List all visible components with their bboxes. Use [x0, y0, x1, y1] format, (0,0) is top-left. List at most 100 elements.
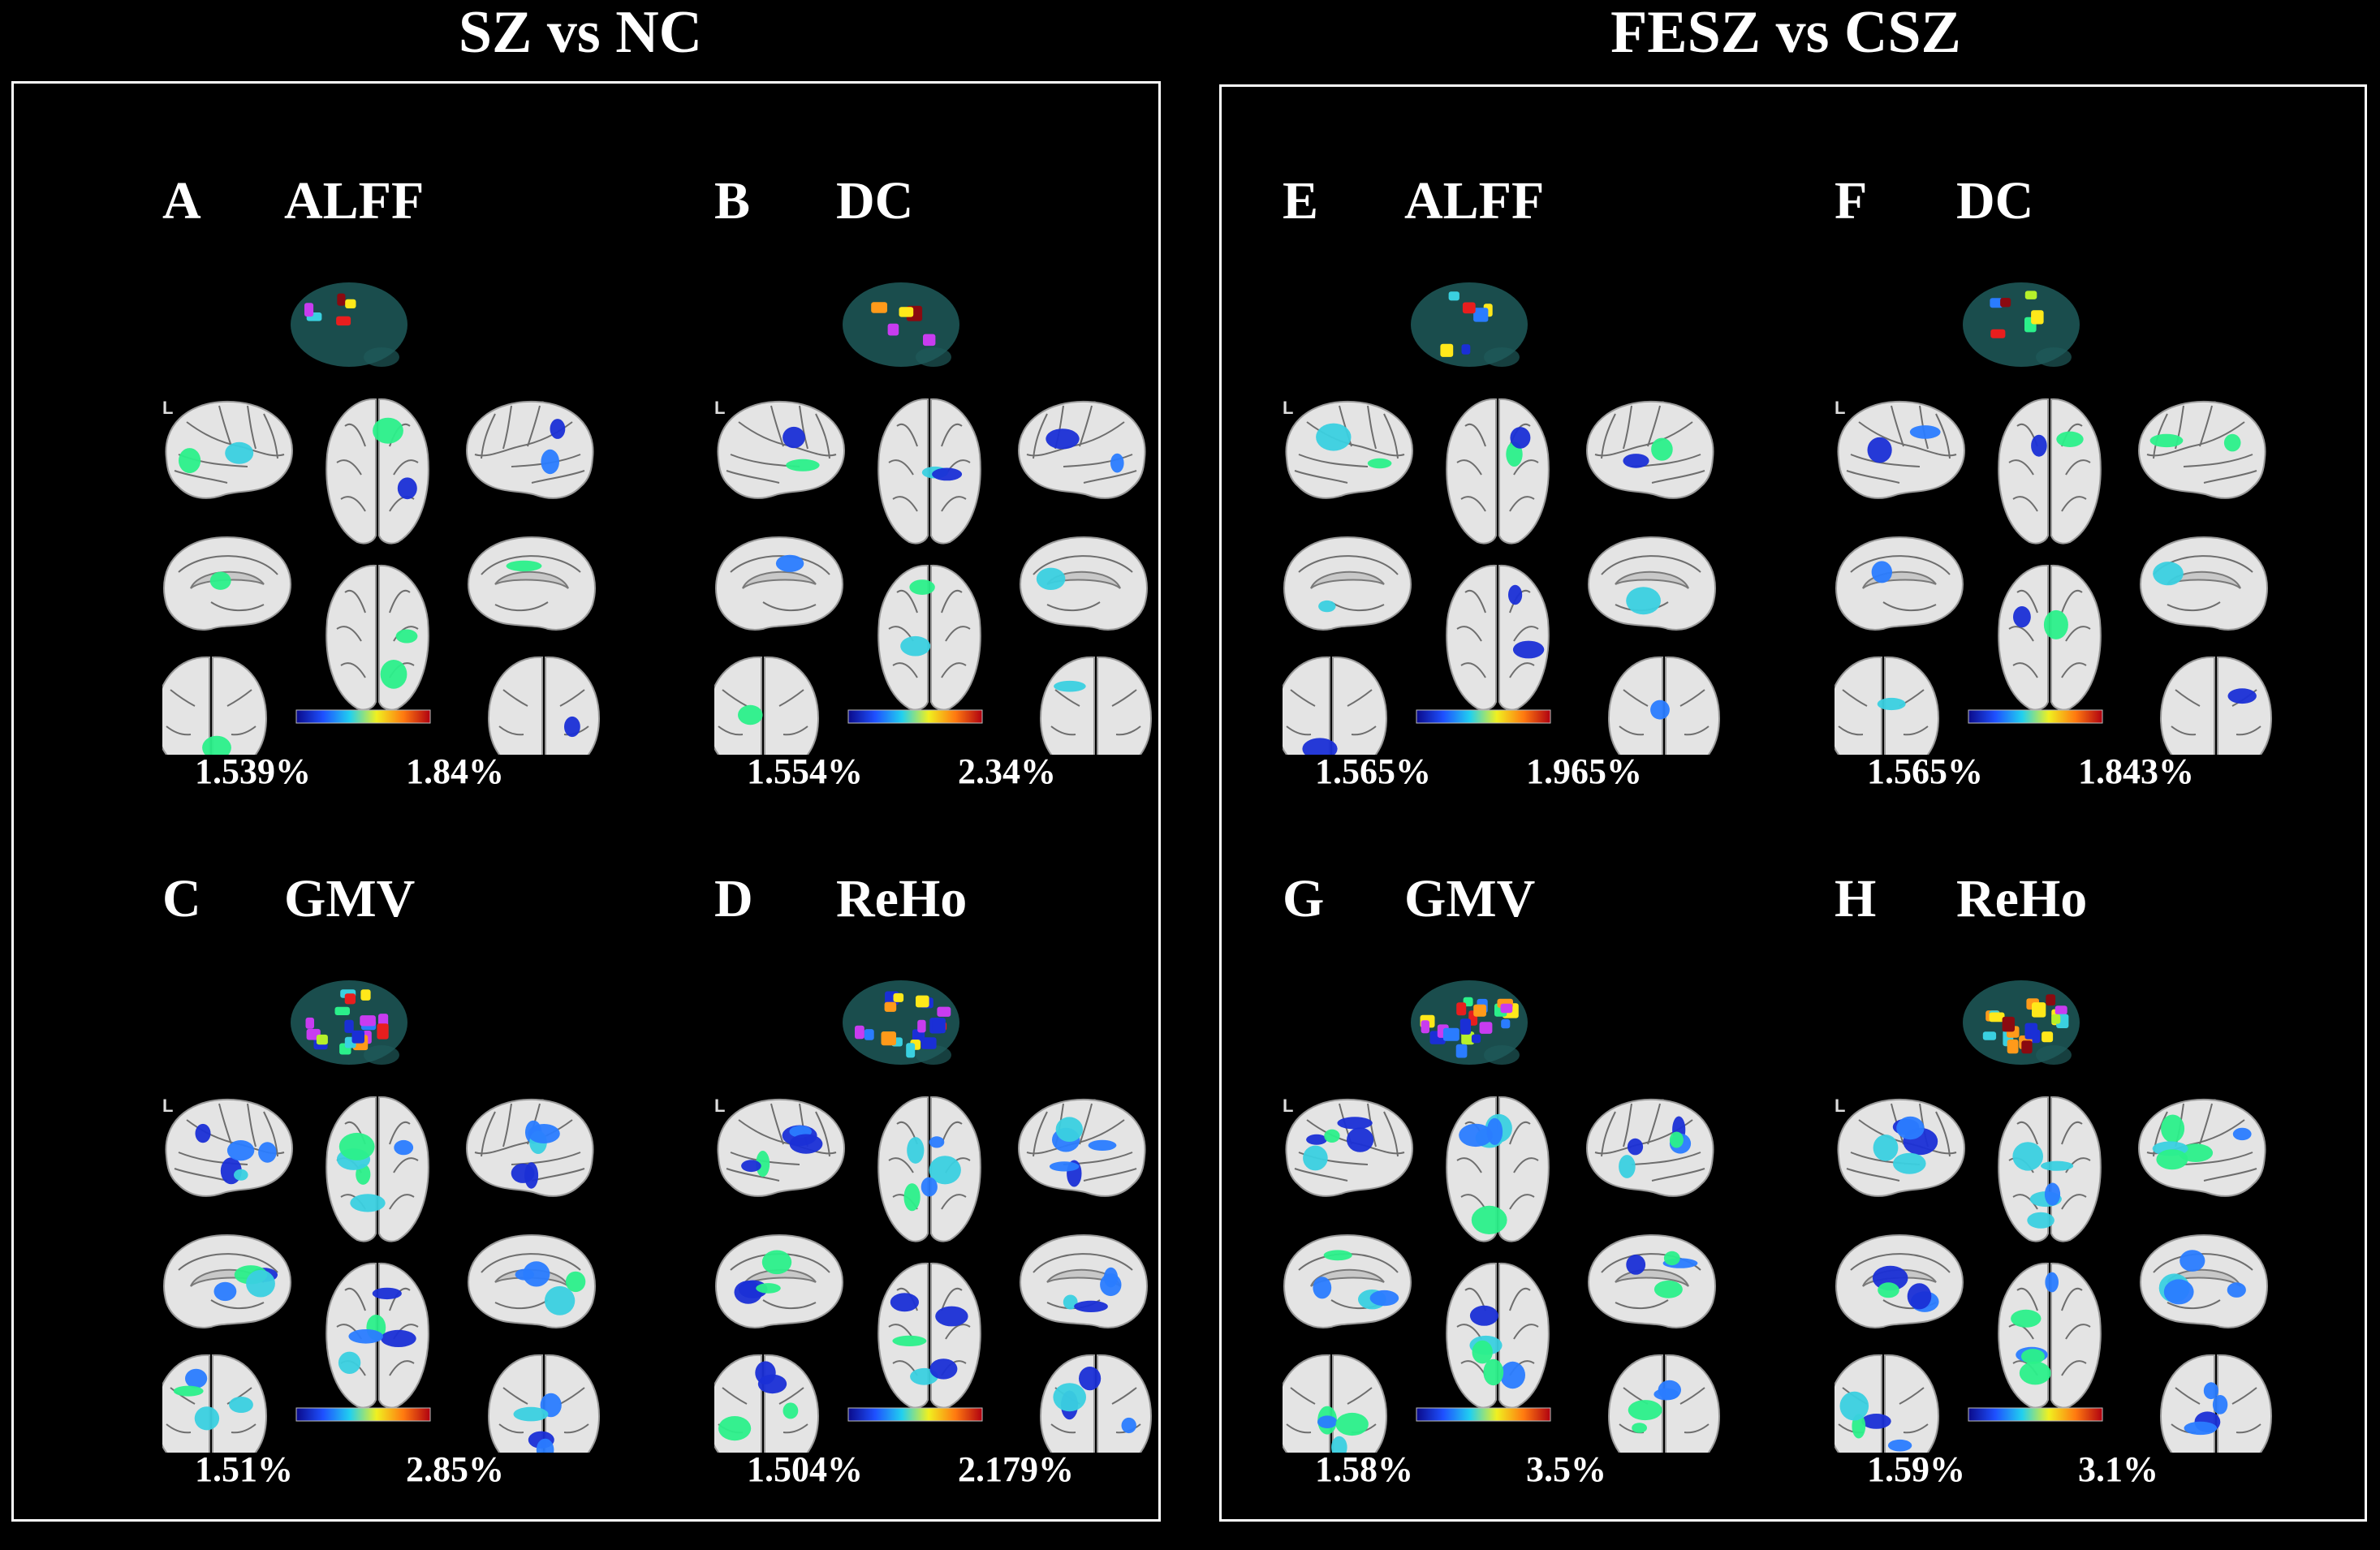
brain-medial-right: [2139, 1234, 2269, 1328]
activation-blob: [209, 571, 231, 590]
glass-brain-cluster: [884, 1001, 897, 1012]
blobs-medial-left: [1318, 600, 1336, 613]
activation-blob: [2031, 434, 2047, 457]
activation-blob: [528, 1124, 560, 1143]
blobs-bottom: [900, 579, 935, 657]
glass-brain-cluster: [304, 303, 314, 317]
panel-metric-title: GMV: [284, 869, 416, 928]
activation-blob: [738, 704, 763, 725]
panel-letter: D: [714, 869, 753, 928]
brain-anterior-view: [2159, 1354, 2273, 1453]
blobs-posterior: [1302, 738, 1338, 755]
activation-blob: [756, 1283, 781, 1294]
activation-blob: [1367, 458, 1392, 469]
glass-brain-cluster: [1471, 1034, 1481, 1044]
brain-anterior-view: [487, 656, 601, 755]
blobs-lateral-left: [179, 441, 254, 474]
blobs-top: [921, 466, 963, 481]
activation-blob: [929, 1358, 958, 1380]
panel-b: LRBDC1.554%2.34%: [714, 170, 1266, 852]
activation-blob: [1871, 561, 1892, 583]
colorbar-min-label: 1.565%: [1315, 751, 1431, 791]
glass-brain-cluster: [2032, 1002, 2046, 1018]
blobs-bottom: [338, 1287, 416, 1374]
activation-blob: [1046, 428, 1080, 450]
activation-blob: [1036, 567, 1066, 590]
panel-metric-title: ReHo: [836, 869, 968, 928]
activation-blob: [246, 1269, 275, 1298]
brain-bottom-view: [877, 1262, 981, 1409]
activation-blob: [338, 1351, 361, 1374]
activation-blob: [755, 1361, 776, 1384]
glass-brain-cluster: [2051, 1014, 2061, 1024]
activation-blob: [1459, 1123, 1493, 1147]
glass-brain-cluster: [1455, 1044, 1468, 1058]
glass-brain-cluster: [1501, 1019, 1511, 1029]
activation-blob: [397, 477, 417, 500]
glass-brain-cluster: [351, 1030, 364, 1044]
activation-blob: [2227, 688, 2257, 704]
activation-blob: [2223, 433, 2241, 452]
activation-blob: [1623, 454, 1649, 468]
brain-medial-left: [1283, 1234, 1412, 1328]
activation-blob: [226, 1140, 255, 1161]
panel-letter: H: [1835, 869, 1877, 928]
panel-letter: C: [162, 869, 201, 928]
glass-brain-cluster: [921, 1037, 937, 1049]
activation-blob: [929, 1136, 945, 1148]
blobs-bottom: [2013, 606, 2068, 639]
glass-brain: [1411, 282, 1528, 367]
colorbar-min-label: 1.58%: [1315, 1449, 1413, 1489]
glass-brain-cluster: [871, 302, 887, 313]
glass-brain-cluster: [360, 1015, 376, 1027]
activation-blob: [1318, 600, 1336, 613]
brain-figure-h: LR: [1835, 980, 2273, 1453]
glass-brain-cluster: [864, 1029, 874, 1040]
blobs-medial-left: [775, 554, 804, 572]
activation-blob: [2232, 1127, 2252, 1141]
activation-blob: [1306, 1134, 1327, 1145]
blobs-medial-left: [209, 571, 231, 590]
brain-bottom-view: [1446, 1262, 1550, 1409]
activation-blob: [1651, 437, 1673, 461]
activation-blob: [2012, 1142, 2043, 1171]
activation-blob: [394, 1139, 414, 1156]
activation-blob: [536, 1438, 554, 1453]
activation-blob: [1653, 1388, 1679, 1401]
activation-blob: [1650, 700, 1670, 720]
activation-blob: [1471, 1205, 1507, 1234]
brain-figure-e: LR: [1283, 282, 1721, 755]
blobs-medial-left: [213, 1265, 278, 1302]
brain-posterior-view: [1283, 656, 1388, 755]
activation-blob: [929, 1156, 961, 1185]
activation-blob: [550, 419, 566, 439]
activation-blob: [1316, 423, 1352, 451]
activation-blob: [1839, 1391, 1869, 1421]
brain-anterior-view: [487, 1354, 601, 1453]
activation-blob: [1055, 1117, 1083, 1142]
activation-blob: [2180, 1250, 2205, 1272]
brain-medial-left: [714, 1234, 844, 1328]
activation-blob: [789, 1134, 823, 1154]
activation-blob: [1508, 584, 1523, 605]
brain-lateral-right: [1017, 400, 1146, 499]
brain-lateral-left: [717, 400, 846, 499]
brain-medial-left: [1835, 536, 1964, 631]
colorbar-max-label: 1.965%: [1526, 751, 1642, 791]
glass-brain-cluster: [899, 307, 914, 317]
hemisphere-label-left: L: [714, 398, 725, 418]
panel-d: LRDReHo1.504%2.179%: [714, 868, 1266, 1550]
glass-brain-cluster: [1461, 1031, 1475, 1045]
activation-blob: [783, 1402, 799, 1419]
glass-brain-cluster: [881, 1031, 896, 1046]
brain-figure-b: LR: [714, 282, 1153, 755]
brain-anterior-view: [2159, 656, 2273, 755]
activation-blob: [2184, 1421, 2218, 1436]
glass-brain-cluster: [923, 334, 936, 347]
activation-blob: [1347, 1127, 1374, 1152]
panel-metric-title: DC: [836, 171, 914, 230]
brain-top-view: [326, 398, 429, 545]
blobs-medial-left: [734, 1250, 792, 1304]
brain-lateral-left: [717, 1098, 846, 1197]
blobs-posterior: [738, 704, 763, 725]
